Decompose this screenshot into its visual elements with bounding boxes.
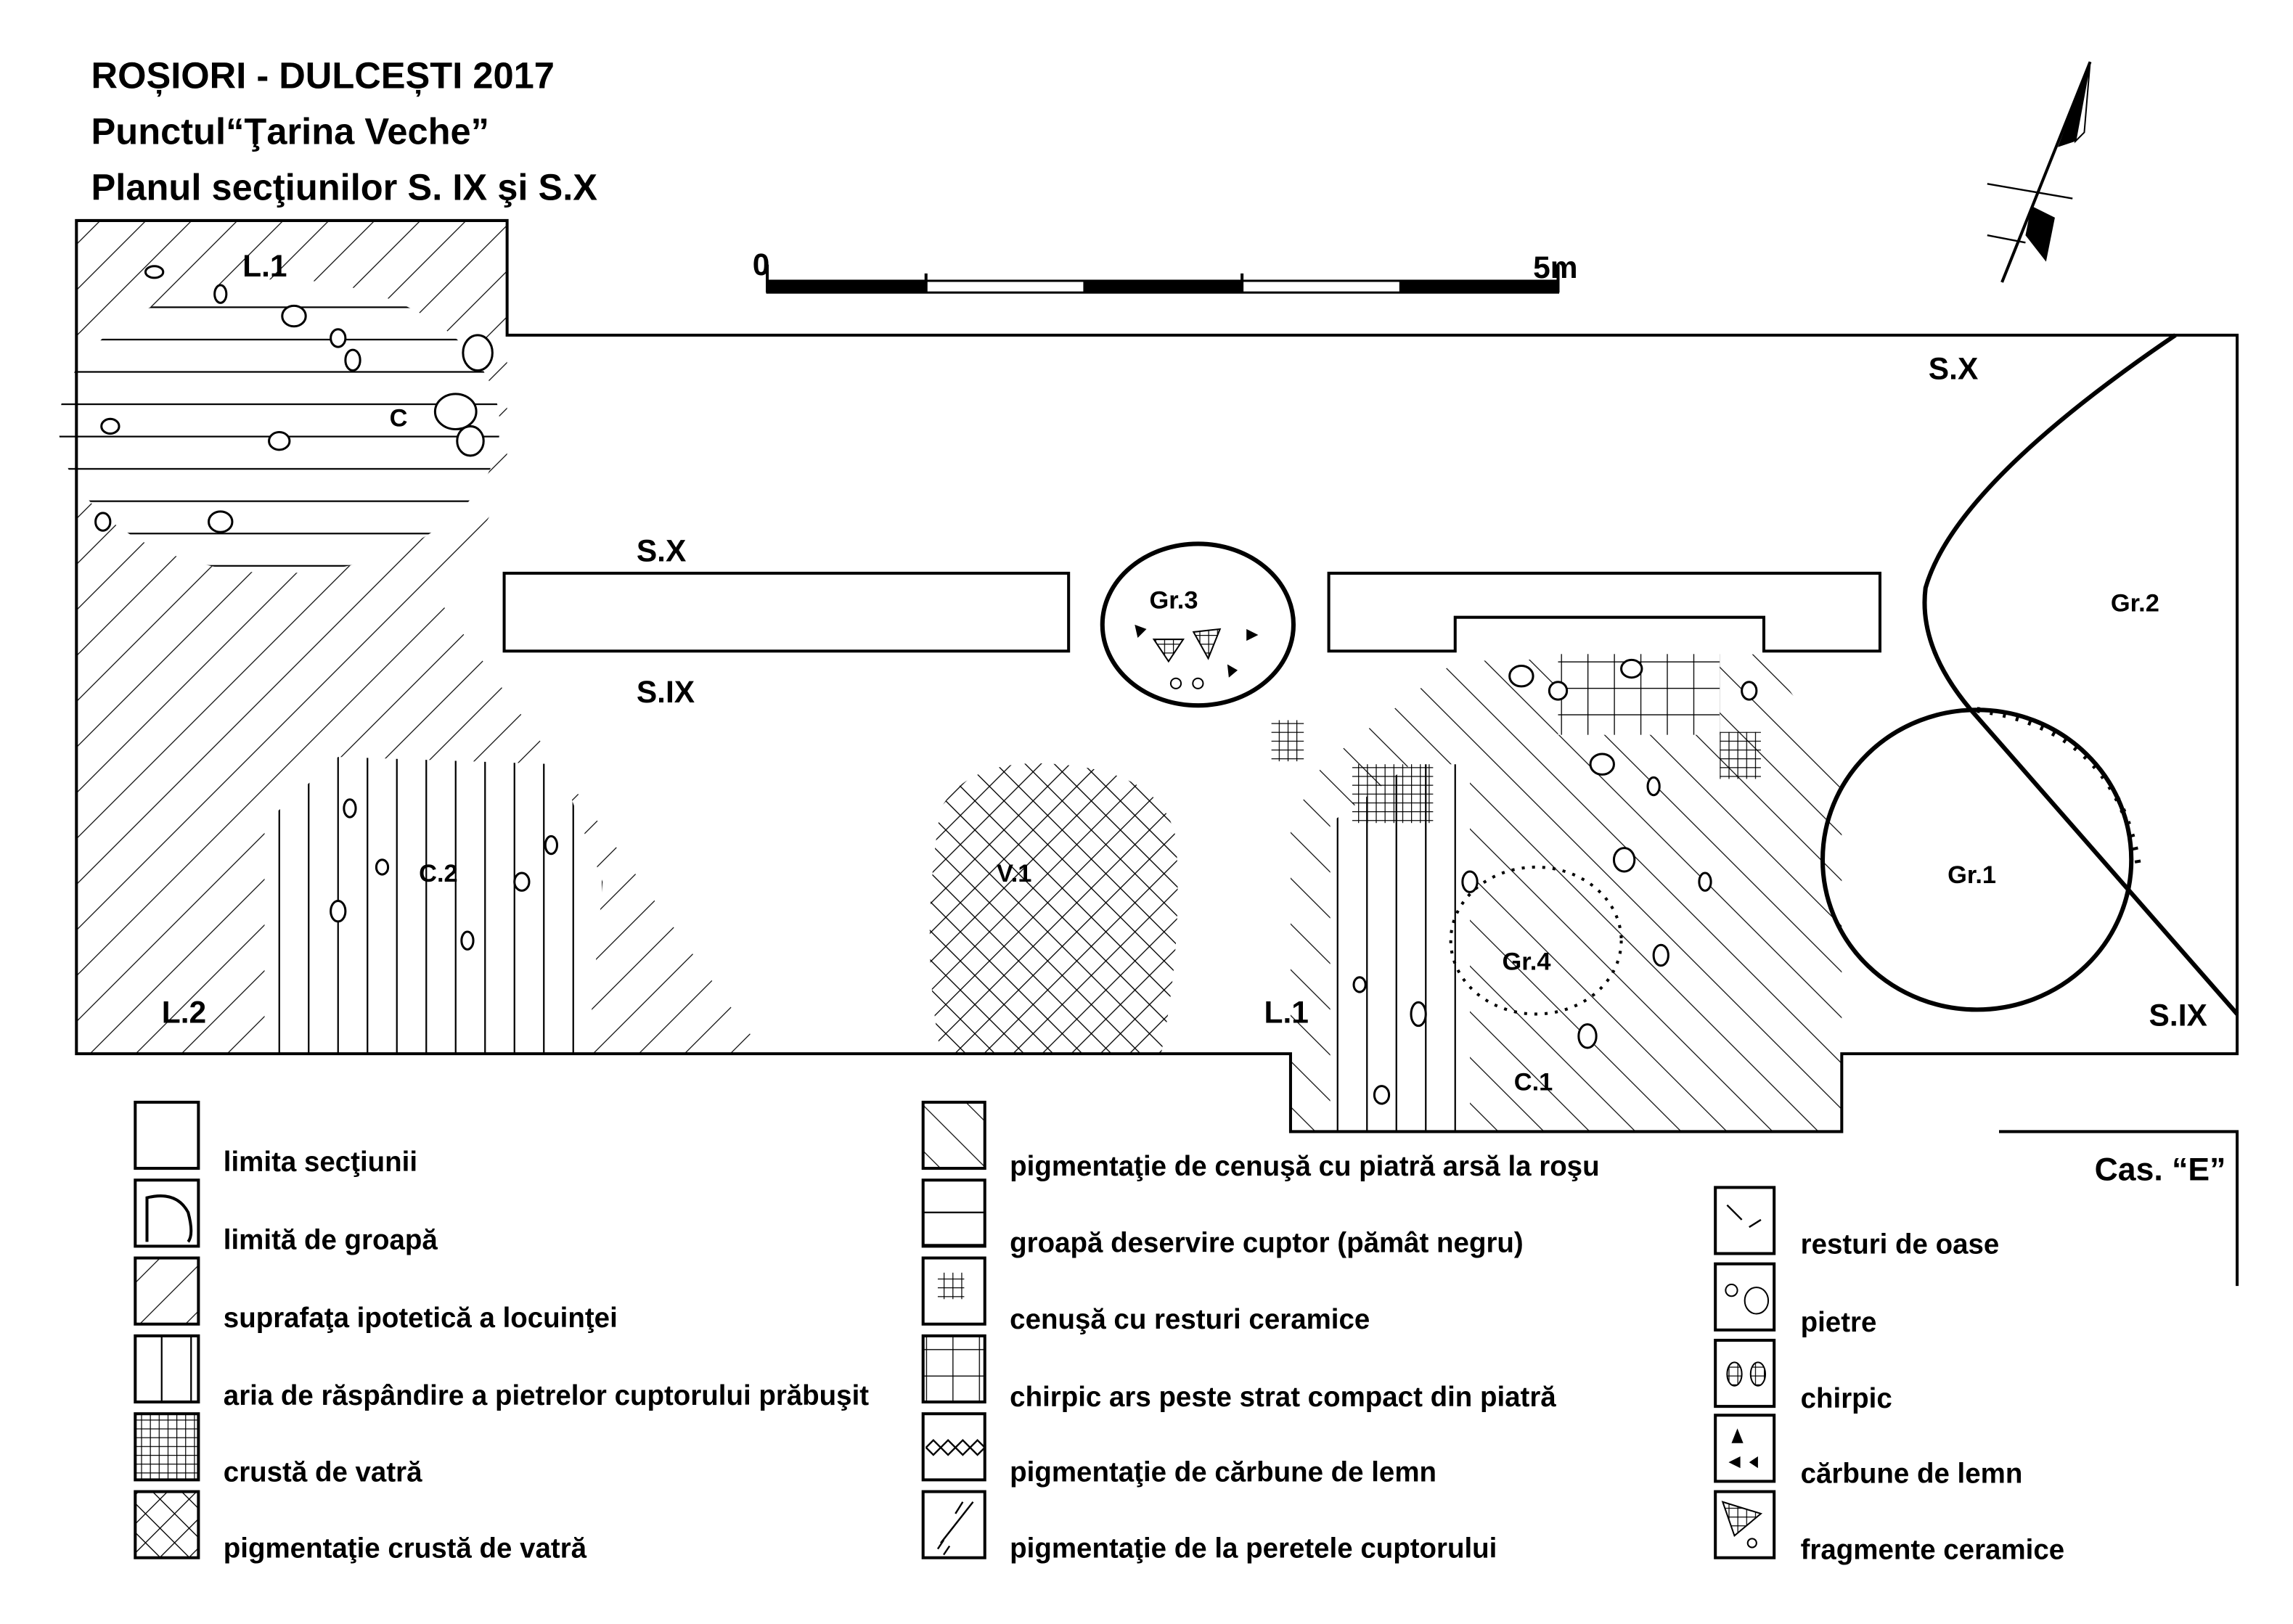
legend-swatch-hearth-crust [134, 1412, 200, 1482]
legend-column-2: pigmentaţie de cenuşă cu piatră arsă la … [921, 1100, 1600, 1564]
label-gr2: Gr.2 [2111, 590, 2159, 618]
legend-swatch-service-pit [921, 1178, 986, 1248]
legend-label: chirpic ars peste strat compact din piat… [1010, 1382, 1556, 1413]
pit-gr3-outline [1100, 541, 1296, 708]
legend-column-1: limita secţiunii limită de groapă supraf… [134, 1100, 869, 1564]
scale-start-label: 0 [753, 248, 770, 282]
legend-column-3: resturi de oase pietre chirpic cărbune d… [1714, 1186, 2065, 1566]
label-six-right: S.IX [2149, 999, 2207, 1033]
north-arrow-icon [1987, 61, 2092, 283]
legend-swatch-hearth-pigment [134, 1490, 200, 1559]
plan-title: ROȘIORI - DULCEȘTI 2017 Punctul“Ţarina V… [91, 55, 598, 208]
section-baulk-left [502, 571, 1071, 653]
pit-gr4-outline [1449, 865, 1623, 1016]
plan-fills [59, 220, 1842, 1132]
section-limit-outline [75, 218, 2239, 1133]
legend-label: cărbune de lemn [1801, 1458, 2023, 1489]
legend-label: fragmente ceramice [1801, 1535, 2065, 1566]
label-c: C [390, 404, 408, 432]
legend-label: limită de groapă [224, 1224, 438, 1255]
legend-label: crustă de vatră [224, 1456, 422, 1488]
label-c1: C.1 [1514, 1069, 1553, 1096]
label-gr4: Gr.4 [1503, 948, 1551, 976]
legend-label: pigmentaţie de la peretele cuptorului [1010, 1533, 1497, 1564]
legend-label: cenuşă cu resturi ceramice [1010, 1304, 1370, 1335]
pit-gr2-outline [1922, 333, 2239, 1016]
legend-label: resturi de oase [1801, 1229, 2000, 1260]
label-v1: V.1 [997, 860, 1031, 887]
legend-label: groapă deservire cuptor (pămât negru) [1010, 1227, 1524, 1258]
legend-swatch-dwelling [134, 1256, 200, 1326]
legend-swatch-oven-wall [921, 1490, 986, 1559]
hearth-crust-pigment-v1 [929, 763, 1178, 1054]
label-gr1: Gr.1 [1947, 861, 1996, 889]
legend-label: suprafaţa ipotetică a locuinţei [224, 1303, 618, 1334]
legend-swatch-section-limit [134, 1100, 200, 1170]
label-l1-top: L.1 [242, 250, 287, 284]
ash-ceramics-area [1720, 731, 1761, 779]
title-line-3: Planul secţiunilor S. IX şi S.X [91, 167, 598, 208]
legend-label: aria de răspândire a pietrelor cuptorulu… [224, 1380, 869, 1411]
casa-label: Cas. “E” [2095, 1152, 2226, 1187]
label-l2: L.2 [162, 996, 206, 1030]
label-c2: C.2 [419, 860, 458, 887]
title-line-1: ROȘIORI - DULCEȘTI 2017 [91, 55, 555, 97]
charcoal-icon [1714, 1414, 1776, 1483]
legend-label: limita secţiunii [224, 1147, 417, 1178]
legend-label: pigmentaţie de cenuşă cu piatră arsă la … [1010, 1151, 1599, 1182]
pit-gr1-outline [1820, 708, 2134, 1012]
section-baulk-right [1327, 571, 1881, 653]
charcoal-pigment-area [1352, 764, 1434, 824]
scale-end-label: 5m [1533, 251, 1577, 285]
pit-gr3-finds [1135, 624, 1259, 689]
label-l1-bottom: L.1 [1264, 996, 1309, 1030]
legend-label: pietre [1801, 1307, 1877, 1338]
scale-bar: 0 5m [753, 248, 1578, 294]
title-line-2: Punctul“Ţarina Veche” [91, 111, 489, 152]
legend-swatch-burnt-daub [921, 1334, 986, 1404]
label-six-mid: S.IX [637, 676, 695, 710]
label-gr3: Gr.3 [1150, 587, 1198, 615]
legend-label: pigmentaţie de cărbune de lemn [1010, 1456, 1436, 1488]
legend-swatch-ash-stone [921, 1100, 986, 1170]
legend-label: pigmentaţie crustă de vatră [224, 1533, 587, 1564]
plan-labels: S.X S.X S.IX S.IX L.1 C L.2 C.2 V.1 L.1 … [162, 250, 2207, 1096]
house-label-box: Cas. “E” [1999, 1130, 2239, 1287]
bone-icon [1714, 1186, 1776, 1255]
label-sx-right: S.X [1929, 353, 1979, 387]
legend-label: chirpic [1801, 1383, 1892, 1414]
label-sx-mid: S.X [637, 535, 687, 569]
legend-swatch-oven-stones [134, 1334, 200, 1404]
stones-scatter [94, 265, 1758, 1105]
